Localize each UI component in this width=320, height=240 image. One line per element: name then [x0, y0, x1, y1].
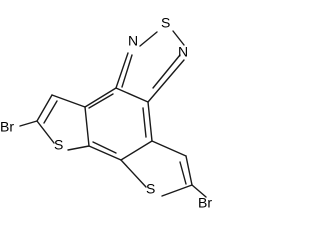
bond-to-bromine-right — [191, 184, 207, 198]
bond-benzene — [88, 145, 122, 161]
bond-benzene — [84, 106, 90, 147]
bond-benzene — [120, 140, 153, 161]
molecule-structure: Br N S N S S Br — [0, 15, 212, 211]
bond-thiadiazole-double — [152, 54, 181, 89]
bond-benzene — [115, 87, 149, 103]
bond-thiophene-right — [161, 184, 193, 197]
bond-benzene-inner — [88, 93, 114, 109]
bond-thiadiazole — [139, 31, 158, 47]
bond-thiadiazole — [147, 59, 185, 103]
bromine-label-left: Br — [0, 119, 14, 135]
bond-thiophene-left — [36, 94, 53, 122]
bond-thiophene-right-double — [179, 161, 187, 185]
bond-thiadiazole — [172, 30, 185, 46]
nitrogen-label-top: N — [128, 33, 138, 49]
bond-lines — [19, 30, 207, 198]
sulfur-label-right-thiophene: S — [146, 181, 155, 197]
bond-benzene-inner — [92, 141, 117, 154]
bond-thiophene-left — [67, 145, 90, 151]
bond-thiadiazole — [115, 52, 129, 89]
bond-thiophene-right — [185, 155, 193, 186]
bond-thiadiazole-double — [121, 54, 133, 88]
nitrogen-label-bottom: N — [178, 44, 188, 60]
atom-labels: Br N S N S S Br — [0, 15, 212, 211]
bond-thiophene-left — [51, 94, 86, 108]
bond-benzene — [147, 101, 153, 142]
sulfur-label-left-thiophene: S — [54, 137, 63, 153]
bond-thiophene-right — [120, 159, 147, 188]
bond-to-bromine-left — [19, 120, 38, 127]
sulfur-label-thiadiazole: S — [161, 15, 170, 31]
bond-thiophene-left-double — [43, 100, 58, 124]
bond-thiophene-left — [36, 120, 55, 144]
bond-benzene-inner — [142, 107, 147, 138]
bond-benzene — [84, 87, 117, 108]
bond-thiophene-right — [151, 140, 187, 157]
bromine-label-right: Br — [198, 195, 212, 211]
